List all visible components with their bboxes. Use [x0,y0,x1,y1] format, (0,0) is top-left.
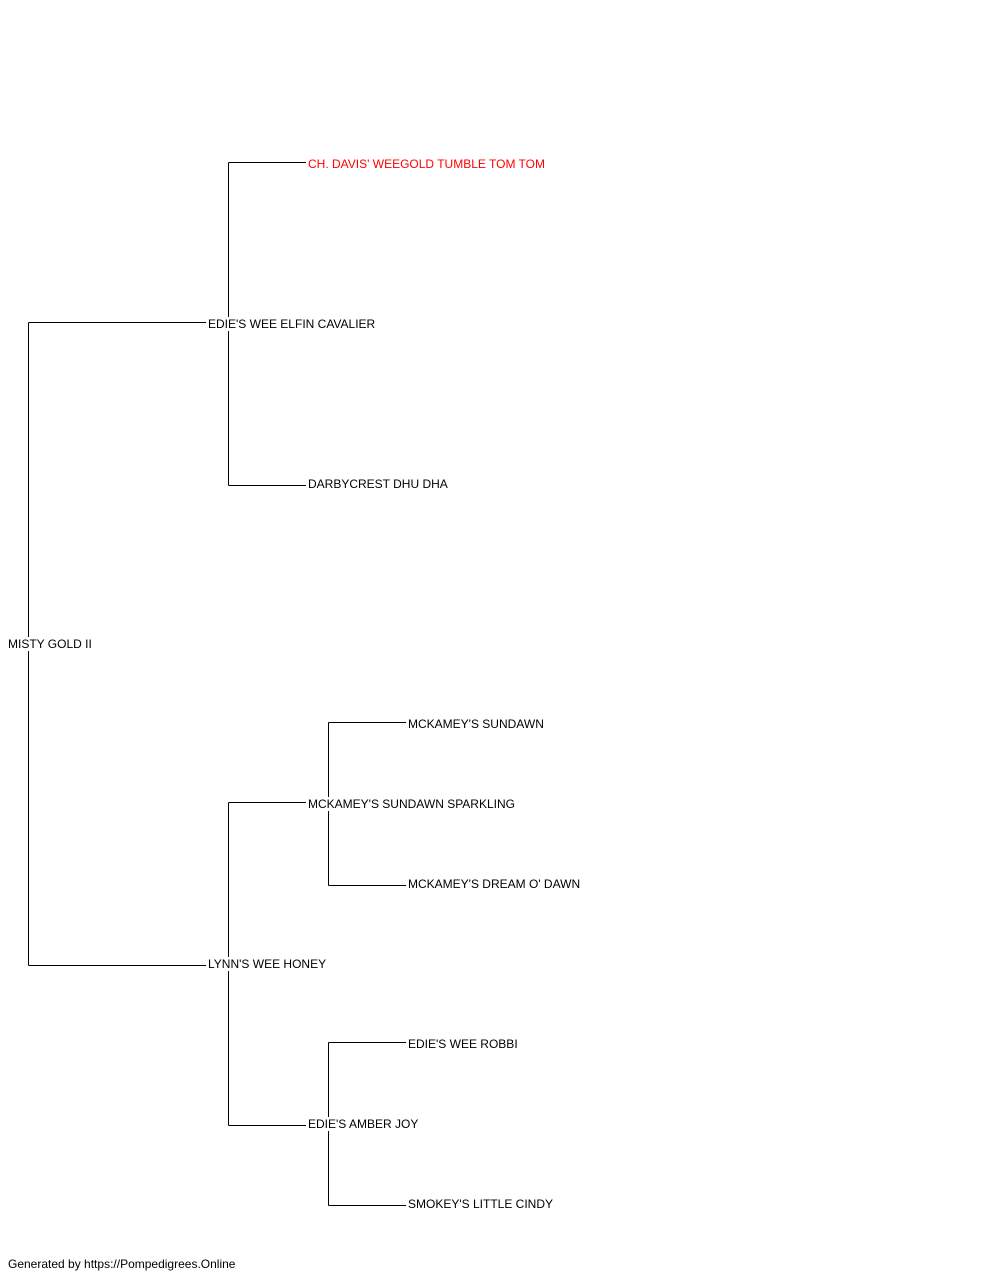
pedigree-dam-dam: EDIE'S AMBER JOY [308,1117,419,1131]
pedigree-dam-sire-dam: MCKAMEY'S DREAM O' DAWN [408,877,581,891]
pedigree-sire-sire: CH. DAVIS' WEEGOLD TUMBLE TOM TOM [308,157,545,171]
pedigree-sire-dam: DARBYCREST DHU DHA [308,477,448,491]
generator-credit: Generated by https://Pompedigrees.Online [8,1257,236,1271]
pedigree-dam-dam-dam: SMOKEY'S LITTLE CINDY [408,1197,553,1211]
pedigree-sire: EDIE'S WEE ELFIN CAVALIER [208,317,376,331]
pedigree-dam-sire: MCKAMEY'S SUNDAWN SPARKLING [308,797,515,811]
pedigree-dam: LYNN'S WEE HONEY [208,957,327,971]
pedigree-dam-dam-sire: EDIE'S WEE ROBBI [408,1037,518,1051]
pedigree-subject: MISTY GOLD II [8,637,92,651]
pedigree-dam-sire-sire: MCKAMEY'S SUNDAWN [408,717,544,731]
